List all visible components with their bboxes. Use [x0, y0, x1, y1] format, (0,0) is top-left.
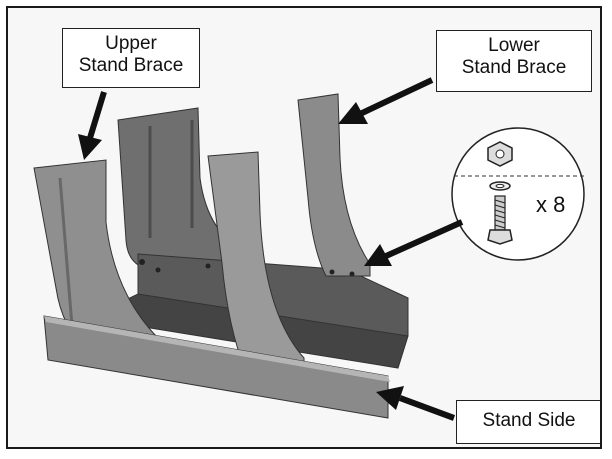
lower-label-line1: Lower [488, 35, 540, 56]
middle-stand-brace [207, 151, 305, 373]
arrow-hardware [364, 219, 464, 266]
diagram-frame: Upper Stand Brace Lower Stand Brace Stan… [6, 6, 602, 449]
bolt-icon [487, 195, 513, 245]
hardware-magnifier [451, 127, 585, 261]
washer-icon [489, 181, 511, 191]
lower-label-line2: Stand Brace [461, 57, 567, 78]
hardware-quantity: x 8 [536, 192, 566, 217]
arrow-lower-brace [338, 77, 434, 124]
stand-side-label: Stand Side [456, 400, 600, 444]
arrow-upper-brace [78, 91, 107, 160]
stand-illustration [33, 77, 585, 421]
stand-side-text: Stand Side [482, 410, 576, 431]
upper-stand-brace-label: Upper Stand Brace [62, 28, 200, 88]
stand-side-rail [43, 315, 389, 419]
lower-stand-brace-label: Lower Stand Brace [436, 30, 592, 92]
nut-icon [487, 141, 513, 167]
upper-label-line1: Upper [105, 33, 157, 54]
arrow-stand-side [376, 386, 456, 421]
upper-label-line2: Stand Brace [78, 55, 184, 76]
